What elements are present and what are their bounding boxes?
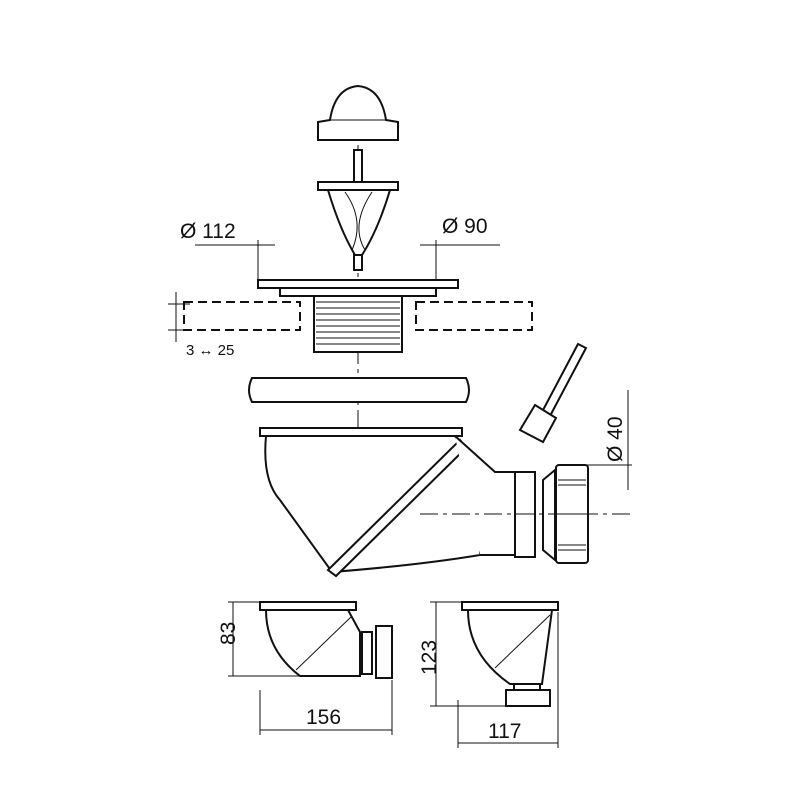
large-height-label: 123	[418, 640, 441, 675]
gasket	[248, 377, 470, 403]
outlet-diameter-label: Ø 40	[604, 416, 627, 462]
small-trap-view: 83 156	[217, 601, 393, 735]
countertop-right	[415, 301, 533, 331]
outer-diameter-label: Ø 112	[180, 220, 236, 243]
trap-body	[259, 427, 630, 578]
inner-diameter-label: Ø 90	[442, 215, 488, 238]
stopper	[317, 149, 399, 271]
small-height-label: 83	[217, 622, 240, 645]
large-trap-view: 123 117	[418, 601, 559, 748]
countertop-left	[183, 301, 301, 331]
dimension-inner: Ø 90	[420, 215, 500, 280]
dimension-outer: Ø 112	[180, 220, 275, 280]
dimension-outlet: Ø 40	[560, 390, 632, 490]
stopper-knob	[317, 84, 399, 141]
drain-flange	[257, 279, 459, 353]
thickness-label: 3 ↔ 25	[186, 342, 234, 359]
large-width-label: 117	[488, 720, 521, 743]
small-width-label: 156	[306, 706, 341, 729]
dimension-thickness: 3 ↔ 25	[168, 292, 234, 359]
glue-brush-icon	[518, 342, 588, 444]
